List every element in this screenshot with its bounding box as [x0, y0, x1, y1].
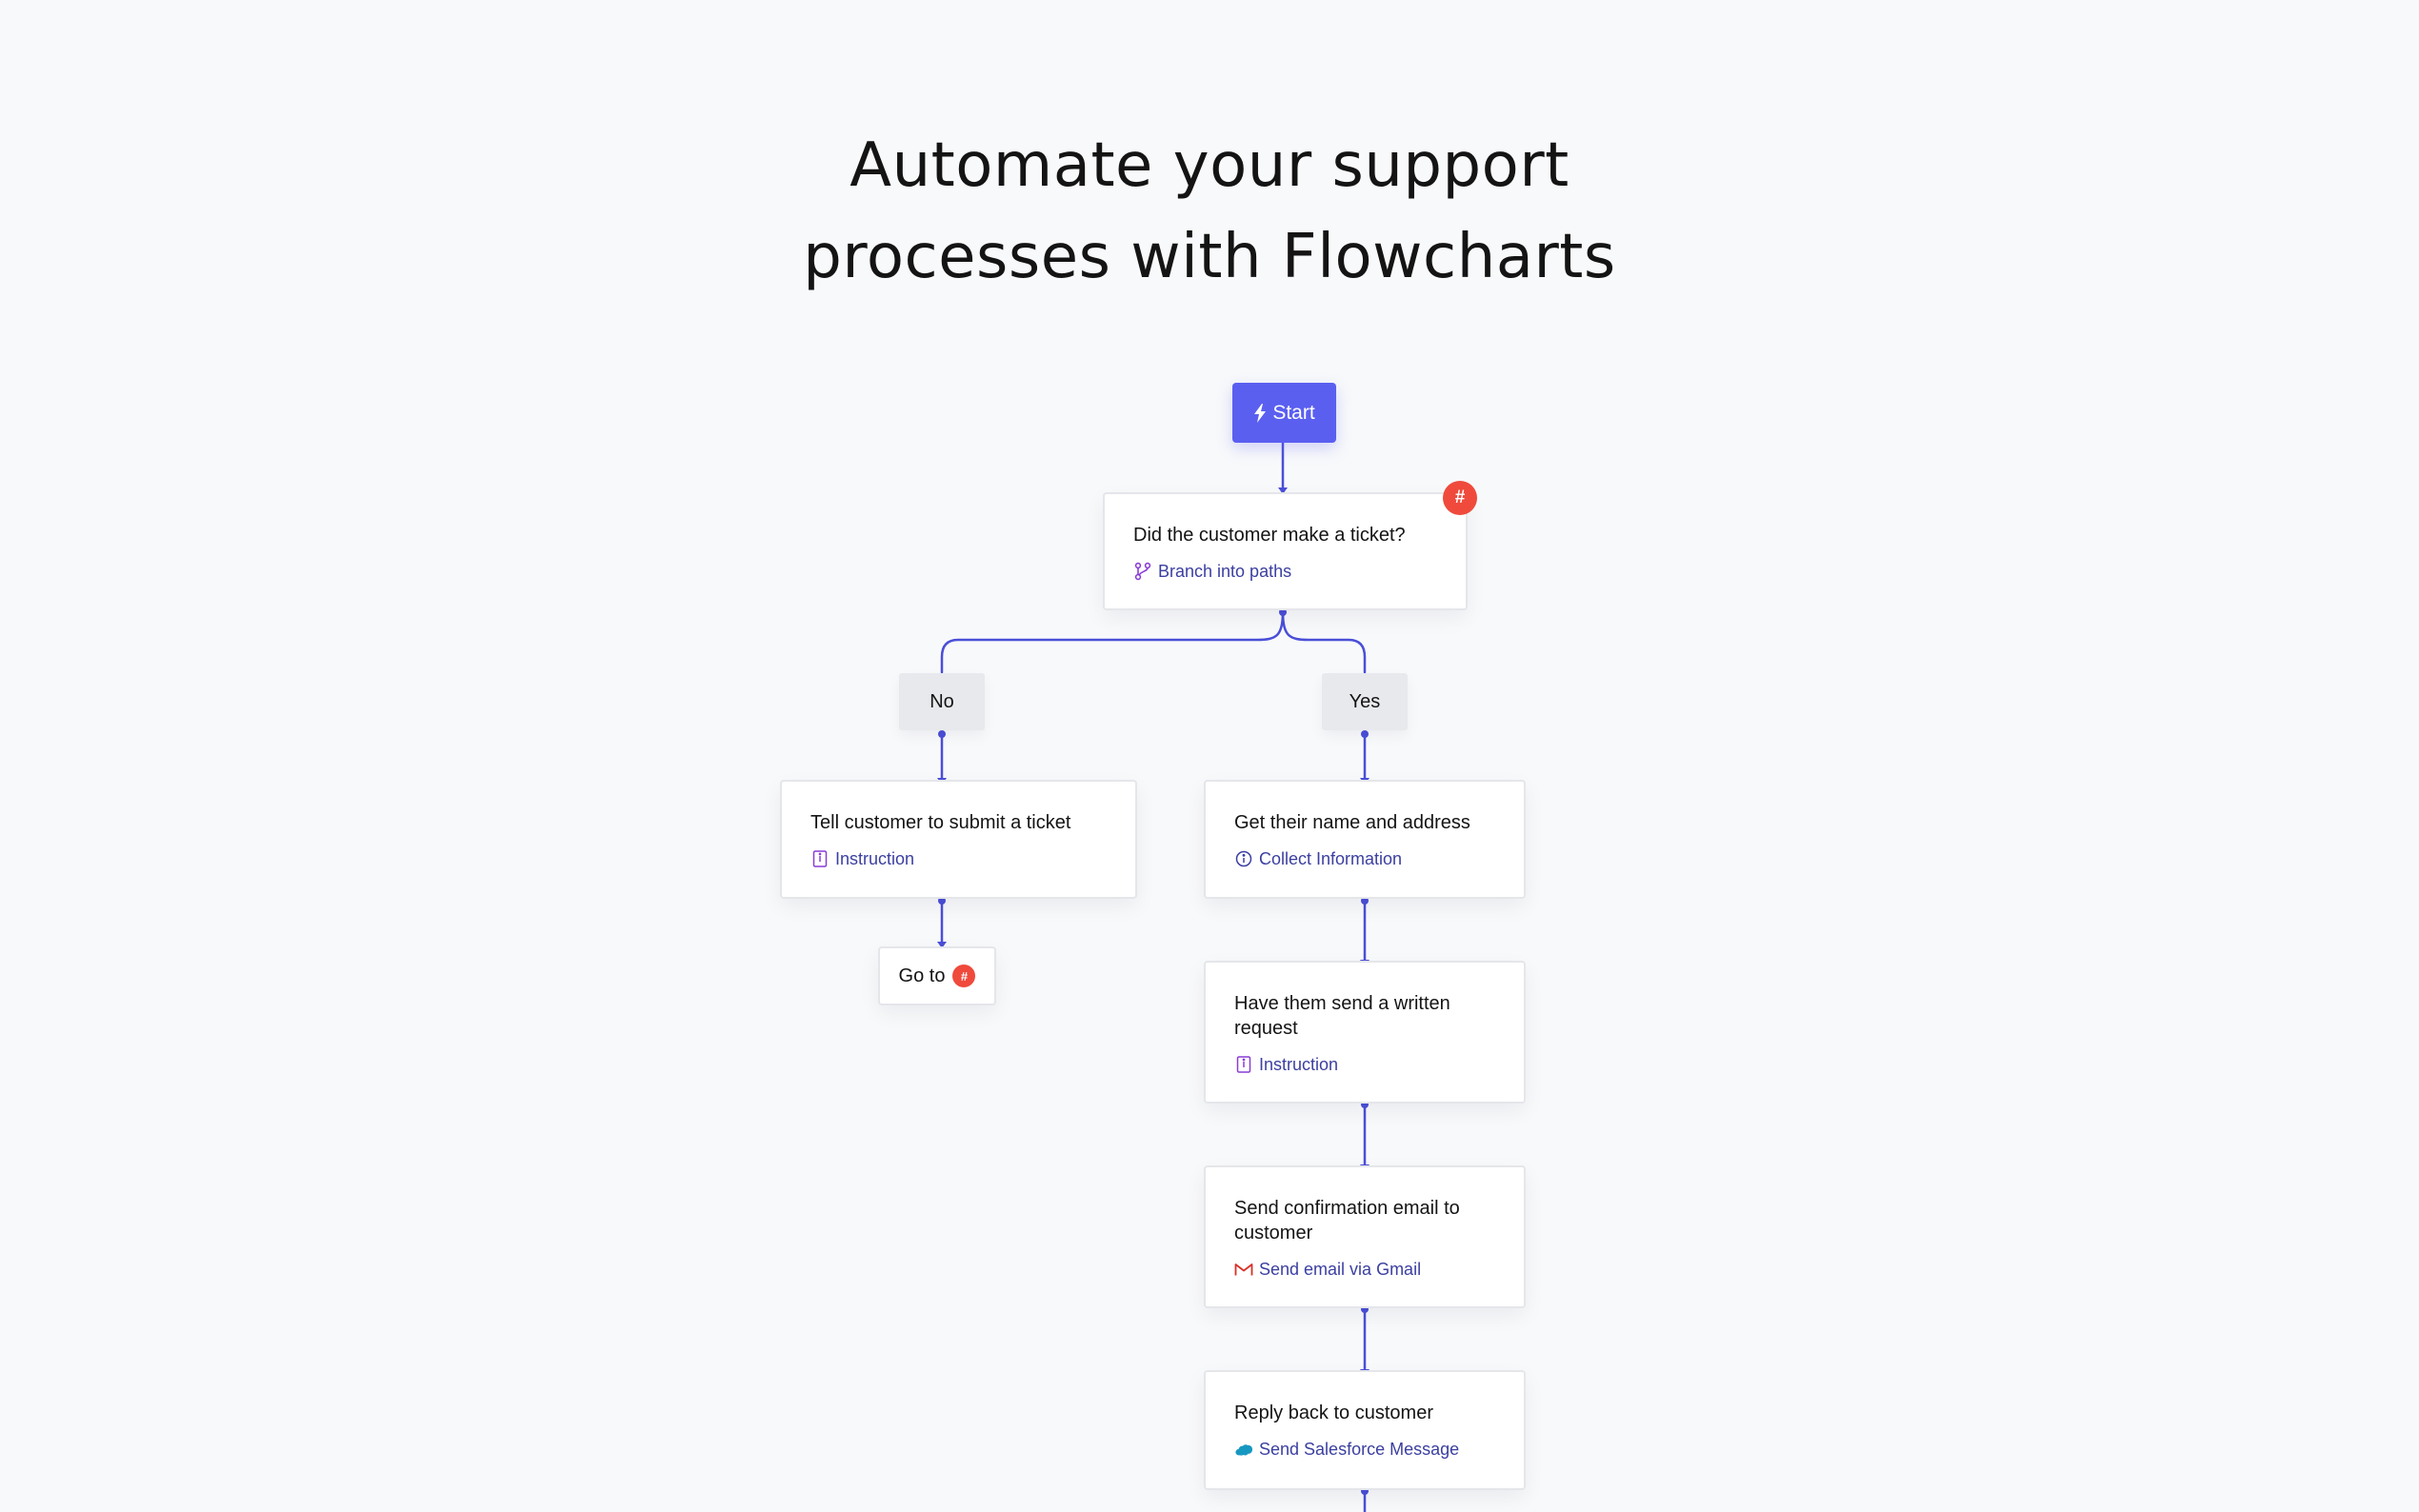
- yes-step-2-sub[interactable]: Instruction: [1234, 1054, 1495, 1075]
- lightning-icon: [1253, 403, 1267, 423]
- start-label: Start: [1272, 401, 1315, 424]
- instruction-icon: [810, 849, 830, 868]
- yes-step-1-sub-label: Collect Information: [1259, 849, 1403, 868]
- yes-step-1-sub[interactable]: Collect Information: [1234, 848, 1495, 869]
- gmail-icon: [1234, 1260, 1253, 1279]
- no-branch-step[interactable]: Tell customer to submit a ticket Instruc…: [780, 780, 1137, 899]
- path-label-no[interactable]: No: [899, 673, 985, 730]
- yes-step-3-sub[interactable]: Send email via Gmail: [1234, 1259, 1495, 1280]
- decision-sub-label: Branch into paths: [1158, 562, 1292, 581]
- decision-sub[interactable]: Branch into paths: [1133, 561, 1437, 582]
- salesforce-icon: [1234, 1440, 1253, 1459]
- goto-node[interactable]: Go to #: [878, 946, 996, 1005]
- yes-step-3-sub-label: Send email via Gmail: [1259, 1260, 1422, 1279]
- yes-step-written-request[interactable]: Have them send a written request Instruc…: [1204, 961, 1526, 1104]
- yes-step-4-sub-label: Send Salesforce Message: [1259, 1440, 1460, 1459]
- start-button[interactable]: Start: [1232, 383, 1336, 443]
- no-step-sub-label: Instruction: [835, 849, 915, 868]
- yes-step-4-title: Reply back to customer: [1234, 1403, 1433, 1423]
- hero-title-line-1: Automate your support: [850, 130, 1569, 201]
- decision-node[interactable]: Did the customer make a ticket? Branch i…: [1103, 492, 1468, 610]
- branch-icon: [1133, 562, 1152, 581]
- yes-step-3-title: Send confirmation email to customer: [1234, 1198, 1460, 1243]
- no-step-sub[interactable]: Instruction: [810, 848, 1107, 869]
- info-icon: [1234, 849, 1253, 868]
- yes-step-salesforce-reply[interactable]: Reply back to customer Send Salesforce M…: [1204, 1370, 1526, 1490]
- yes-step-4-sub[interactable]: Send Salesforce Message: [1234, 1439, 1495, 1460]
- yes-step-collect-info[interactable]: Get their name and address Collect Infor…: [1204, 780, 1526, 899]
- hero-title-line-2: processes with Flowcharts: [803, 222, 1616, 292]
- hero-title: Automate your support processes with Flo…: [0, 120, 2419, 303]
- yes-step-2-title: Have them send a written request: [1234, 993, 1450, 1039]
- goto-label: Go to: [898, 965, 946, 986]
- instruction-icon: [1234, 1055, 1253, 1074]
- goto-anchor-badge: #: [952, 965, 976, 987]
- decision-anchor-badge: #: [1443, 481, 1477, 515]
- yes-step-1-title: Get their name and address: [1234, 812, 1470, 833]
- yes-step-2-sub-label: Instruction: [1259, 1055, 1339, 1074]
- decision-title: Did the customer make a ticket?: [1133, 525, 1406, 546]
- no-step-title: Tell customer to submit a ticket: [810, 812, 1071, 833]
- path-label-yes[interactable]: Yes: [1322, 673, 1408, 730]
- yes-step-confirmation-email[interactable]: Send confirmation email to customer Send…: [1204, 1165, 1526, 1308]
